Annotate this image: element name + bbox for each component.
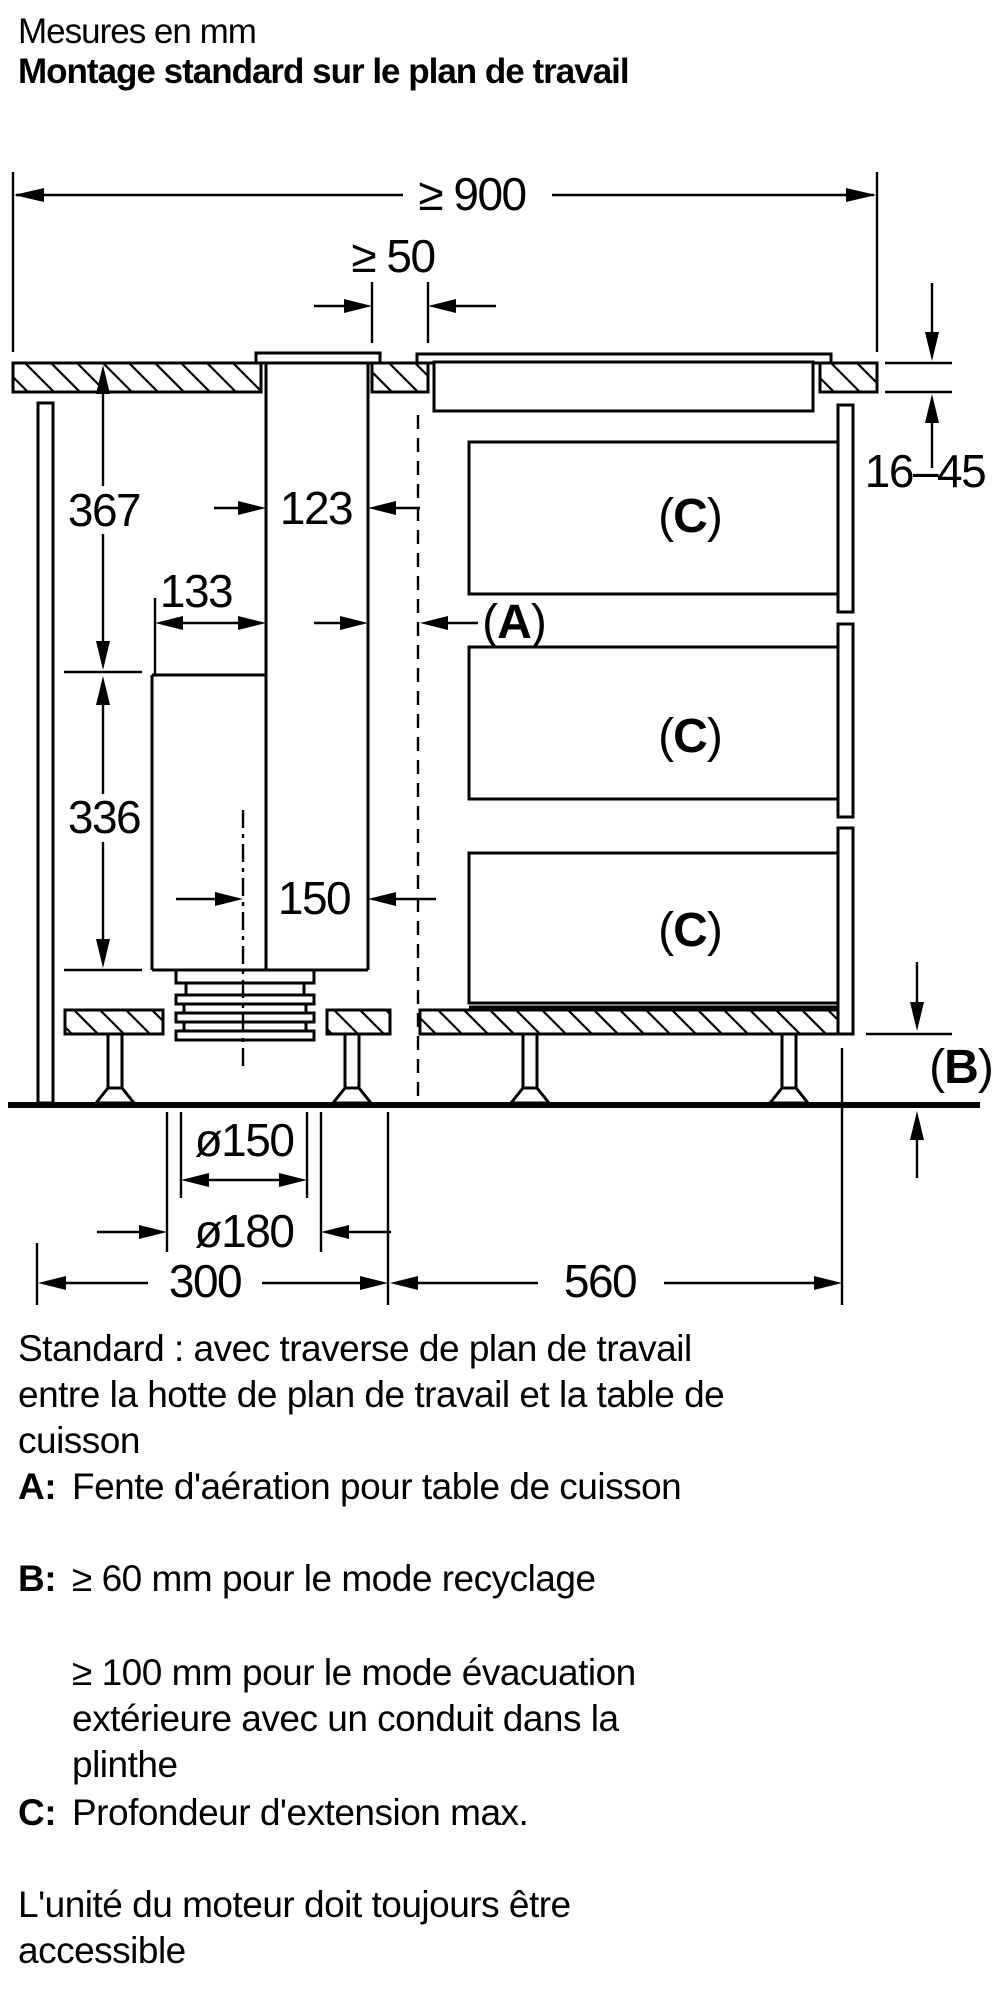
dim-motor-width: 133 [153, 565, 266, 674]
dim-outlet-inner-label: ø150 [195, 1114, 294, 1166]
drawer-3 [467, 851, 840, 1005]
cooktop-recess [432, 360, 815, 413]
dim-hood-zone-width: 300 [35, 1112, 390, 1307]
plinth [63, 1008, 840, 1036]
dim-worktop-thickness-label: 16–45 [865, 445, 985, 497]
cabinet-side-panel [836, 403, 855, 614]
dim-outlet-outer: ø180 [97, 1112, 391, 1257]
note-standard-line3: cuisson [18, 1420, 140, 1461]
dim-outlet-outer-label: ø180 [195, 1205, 294, 1257]
floor-line [8, 1102, 980, 1108]
note-standard-line2: entre la hotte de plan de travail et la … [18, 1374, 725, 1415]
note-C-label: C: [18, 1792, 57, 1833]
dim-duct-width-label: 123 [280, 482, 352, 534]
dim-hood-zone-width-label: 300 [169, 1255, 241, 1307]
dim-center-offset: 150 [176, 872, 436, 924]
note-footer-line2: accessible [18, 1930, 186, 1971]
dim-total-width-label: ≥ 900 [418, 168, 525, 220]
note-B-label: B: [18, 1558, 57, 1599]
dim-duct-width: 123 [214, 482, 420, 534]
note-A-text: Fente d'aération pour table de cuisson [72, 1466, 682, 1507]
drawer-1 [467, 440, 840, 596]
plinth-B-callout: (B) [866, 962, 994, 1178]
drawer-2 [467, 645, 840, 801]
callout-B: (B) [929, 1041, 993, 1094]
dim-worktop-thickness: 16–45 [865, 283, 987, 497]
note-B-extra-line1: ≥ 100 mm pour le mode évacuation [72, 1652, 636, 1693]
cabinet-side-panel [836, 622, 855, 819]
dim-cabinet-width-label: 560 [564, 1255, 636, 1307]
note-B-text: ≥ 60 mm pour le mode recyclage [72, 1558, 596, 1599]
page-subtitle: Mesures en mm [18, 12, 257, 51]
note-B-extra-line2: extérieure avec un conduit dans la [72, 1698, 619, 1739]
dim-hood-depth-lower: 336 [64, 676, 142, 972]
dim-center-offset-label: 150 [278, 872, 350, 924]
dim-hood-depth-upper-label: 367 [68, 484, 140, 536]
dim-traverse-gap: ≥ 50 [314, 230, 496, 343]
dim-hood-depth-upper: 367 [64, 365, 142, 674]
callout-C-drawer1: (C) [658, 490, 722, 543]
note-B-extra-line3: plinthe [72, 1744, 178, 1785]
dim-traverse-gap-label: ≥ 50 [351, 230, 434, 282]
slot-A-callout: (A) [314, 596, 547, 649]
dim-motor-width-label: 133 [160, 565, 232, 617]
wall-side-panel [36, 401, 55, 1105]
dim-cabinet-width: 560 [390, 1048, 844, 1307]
cabinet-side-panel [836, 826, 855, 1036]
dim-total-width: ≥ 900 [11, 168, 879, 352]
note-standard-line1: Standard : avec traverse de plan de trav… [18, 1328, 692, 1369]
worktop [11, 361, 879, 394]
note-A-label: A: [18, 1466, 57, 1507]
downdraft-hood-body [150, 351, 382, 972]
note-A: A: Fente d'aération pour table de cuisson [18, 1466, 682, 1508]
note-B: B: ≥ 60 mm pour le mode recyclage [18, 1558, 596, 1600]
adjustable-feet [92, 1032, 812, 1105]
note-footer-line1: L'unité du moteur doit toujours être [18, 1884, 571, 1925]
callout-A: (A) [482, 596, 546, 649]
dim-outlet-inner: ø150 [179, 1112, 309, 1198]
hood-collar [254, 351, 382, 365]
cooktop [415, 352, 833, 413]
base-cabinet [467, 403, 855, 1036]
dim-hood-depth-lower-label: 336 [68, 791, 140, 843]
callout-C-drawer3: (C) [658, 904, 722, 957]
note-C: C: Profondeur d'extension max. [18, 1792, 529, 1834]
callout-C-drawer2: (C) [658, 710, 722, 763]
note-C-text: Profondeur d'extension max. [72, 1792, 529, 1833]
page-title: Montage standard sur le plan de travail [18, 52, 630, 91]
motor-outlet [174, 810, 316, 1066]
